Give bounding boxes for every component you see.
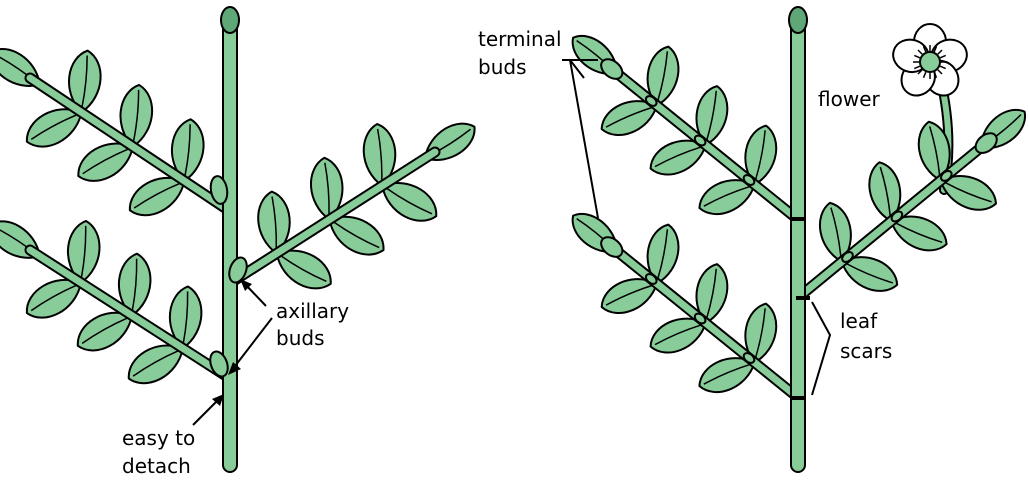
left-leaf-upper: [0, 40, 228, 224]
flower-center: [920, 52, 940, 72]
left-leaf-lower: [0, 213, 226, 393]
scars-label-line2: scars: [840, 339, 892, 363]
right-leaf-upper: [565, 27, 796, 222]
flower-label: flower: [818, 87, 880, 111]
terminal-label-line2: buds: [478, 55, 527, 79]
terminal-label-line1: terminal: [478, 27, 562, 51]
right-leaf-lower: [565, 205, 796, 400]
axillary-label-line2: buds: [276, 326, 325, 350]
left-compound-leaves: [0, 40, 482, 392]
terminal-bracket-line: [570, 60, 598, 218]
flower-icon: [889, 24, 971, 102]
leaf-scar-upper: [791, 217, 805, 221]
right-stem-tip: [789, 7, 807, 33]
right-plant: [565, 7, 1029, 472]
detach-label-line2: detach: [122, 454, 191, 478]
detach-label-line1: easy to: [122, 426, 195, 450]
left-stem-tip: [221, 7, 239, 33]
right-main-stem: [791, 16, 805, 472]
leaf-scar-middle: [796, 296, 810, 300]
right-leaf-right: [800, 101, 1029, 298]
left-leaf-right: [232, 115, 482, 298]
left-plant: [0, 7, 482, 472]
left-main-stem: [223, 16, 237, 472]
leaf-scar-lower: [791, 396, 805, 400]
scars-label-line1: leaf: [840, 309, 878, 333]
axillary-label-line1: axillary: [276, 299, 349, 323]
scar-bracket-line: [812, 302, 830, 395]
